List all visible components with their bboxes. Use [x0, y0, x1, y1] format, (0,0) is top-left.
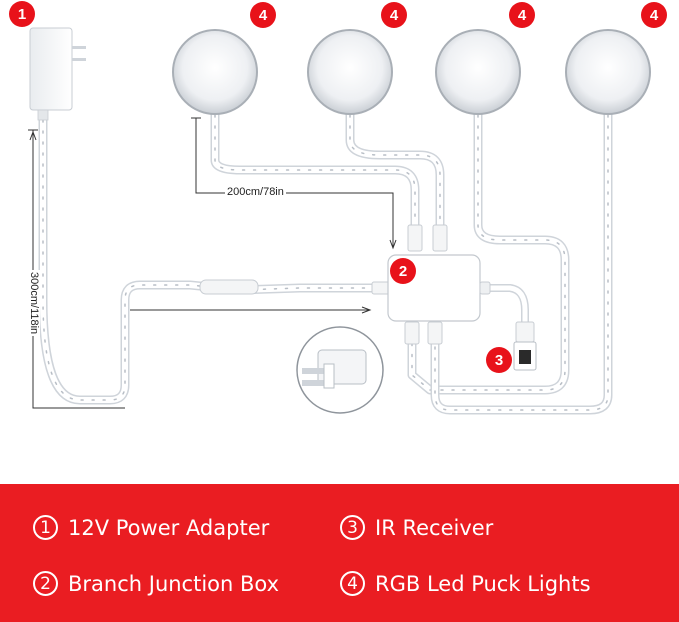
wiring-diagram-svg	[28, 27, 651, 415]
puck-light-icon-2	[307, 29, 393, 115]
badge-puck-3: 4	[509, 2, 535, 28]
legend-number: 4	[340, 571, 365, 596]
zoom-detail-icon	[296, 326, 384, 414]
badge-puck-2: 4	[381, 2, 407, 28]
main-cable-length: 300cm/118in	[28, 270, 40, 337]
wiring-diagram: 1 4 4 4 4 2 3 200cm/78in 300cm/118in doc…	[9, 1, 667, 415]
legend-label: 12V Power Adapter	[68, 515, 270, 540]
dimension-lines	[28, 117, 397, 409]
puck-light-icon-1	[172, 29, 258, 115]
badge-puck-4: 4	[641, 2, 667, 28]
legend-item-junction-box: 2 Branch Junction Box	[33, 571, 279, 596]
puck-light-icon-4	[565, 29, 651, 115]
puck-1-cable	[210, 110, 420, 245]
puck-light-icon-3	[435, 29, 521, 115]
badge-adapter: 1	[9, 1, 35, 27]
legend-item-ir-receiver: 3 IR Receiver	[340, 515, 493, 540]
ir-receiver-icon	[513, 321, 537, 371]
legend-label: Branch Junction Box	[68, 571, 280, 596]
puck-2-cable	[345, 110, 445, 245]
legend-label: RGB Led Puck Lights	[375, 571, 591, 596]
badge-puck-1: 4	[250, 2, 276, 28]
legend-item-power-adapter: 1 12V Power Adapter	[33, 515, 269, 540]
legend-label: IR Receiver	[375, 515, 494, 540]
legend-item-puck-lights: 4 RGB Led Puck Lights	[340, 571, 591, 596]
branch-cable-length: 200cm/78in	[225, 186, 286, 198]
legend-panel: 1 12V Power Adapter 3 IR Receiver 2 Bran…	[0, 484, 679, 622]
legend-number: 1	[33, 515, 58, 540]
badge-receiver: 3	[486, 347, 512, 373]
badge-junction: 2	[390, 258, 416, 284]
power-adapter-icon	[29, 27, 86, 121]
cables	[38, 110, 613, 415]
legend-number: 2	[33, 571, 58, 596]
legend-number: 3	[340, 515, 365, 540]
